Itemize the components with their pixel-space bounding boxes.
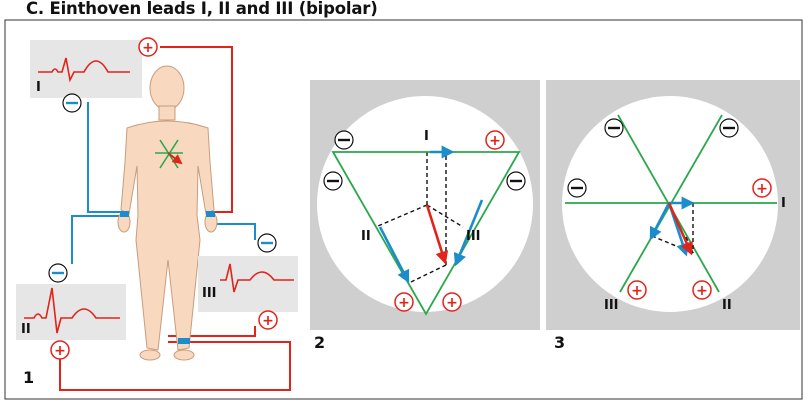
heart-vector-arrow <box>167 152 183 165</box>
ecg-box-lead-ii <box>16 284 126 340</box>
human-body <box>117 65 218 361</box>
panel-number-3: 3 <box>554 333 566 352</box>
svg-text:+: + <box>446 295 458 311</box>
axis-label-lead-ii: II <box>361 229 371 244</box>
ecg-label-lead-ii: II <box>21 322 31 337</box>
axis-label-lead-iii: III <box>466 229 481 244</box>
left-leg-electrode <box>178 338 190 344</box>
einthoven-triangle <box>331 151 521 316</box>
positive-sign-lead-ii: + <box>50 340 70 360</box>
ecg-trace-lead-i <box>38 57 130 83</box>
lead-iii-projection <box>453 199 484 267</box>
lead-i-negative-wire <box>87 102 128 213</box>
panel-number-2: 2 <box>314 333 326 352</box>
svg-text:+: + <box>756 181 768 197</box>
negative-sign-lead-i <box>62 93 82 113</box>
lead-i-positive-wire <box>160 46 233 213</box>
negative-sign-lead-iii <box>257 233 277 253</box>
figure-frame <box>4 19 803 400</box>
ecg-box-lead-iii <box>198 256 298 312</box>
svg-text:+: + <box>398 295 410 311</box>
svg-text:+: + <box>489 133 501 149</box>
svg-text:+: + <box>631 283 643 299</box>
cardiac-vector-arrow <box>667 202 693 256</box>
axis-label-lead-i: I <box>424 129 429 144</box>
left-arm-electrode <box>206 211 215 217</box>
svg-text:+: + <box>262 313 274 329</box>
positive-sign-bottom-left: + <box>627 280 647 300</box>
lead-iii-negative-wire <box>208 223 256 240</box>
panel-3-triaxial-reference: I II III + + + <box>546 80 800 330</box>
cardiac-vector-arrow <box>425 204 449 265</box>
svg-text:+: + <box>142 40 154 56</box>
positive-sign-right: + <box>752 178 772 198</box>
axis-label-lead-iii: III <box>604 298 619 313</box>
panel-2-einthoven-triangle: I II III + + + <box>310 80 540 330</box>
positive-sign-bottom-right: + <box>692 280 712 300</box>
positive-sign-bottom-right: + <box>442 292 462 312</box>
svg-text:+: + <box>696 283 708 299</box>
axis-label-lead-i: I <box>781 196 786 211</box>
lead-iii-positive-wire <box>168 326 256 337</box>
negative-sign-left <box>567 178 587 198</box>
ecg-trace-lead-ii <box>24 287 120 334</box>
negative-sign-lead-ii <box>48 263 68 283</box>
lead-ii-projection <box>378 226 410 284</box>
lead-iii-projection <box>649 202 671 241</box>
negative-sign-upper-left <box>604 118 624 138</box>
panel-1-body-diagram: I II III + + + <box>16 37 298 391</box>
lead-ii-negative-wire <box>71 215 128 264</box>
negative-sign-left <box>323 171 343 191</box>
figure-title: C. Einthoven leads I, II and III (bipola… <box>20 0 384 18</box>
svg-text:+: + <box>54 343 66 359</box>
ecg-label-lead-iii: III <box>202 286 217 301</box>
lead-ii-positive-wire <box>59 341 291 391</box>
panel-number-1: 1 <box>23 368 35 387</box>
positive-sign-top-right: + <box>485 130 505 150</box>
negative-sign-upper-right <box>719 118 739 138</box>
positive-sign-lead-i: + <box>138 37 158 57</box>
axis-label-lead-ii: II <box>722 298 732 313</box>
ecg-trace-lead-iii <box>220 263 294 293</box>
negative-sign-top-left <box>334 130 354 150</box>
negative-sign-right <box>506 171 526 191</box>
right-arm-electrode <box>120 211 129 217</box>
ecg-label-lead-i: I <box>36 80 41 95</box>
positive-sign-bottom-left: + <box>394 292 414 312</box>
positive-sign-lead-iii: + <box>258 310 278 330</box>
